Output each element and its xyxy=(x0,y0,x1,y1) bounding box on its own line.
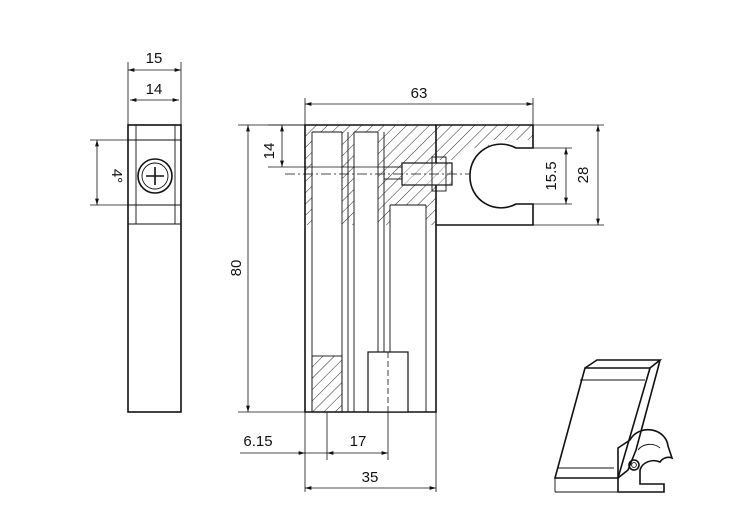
screw-thread xyxy=(402,163,452,185)
insert-left xyxy=(311,355,343,413)
side-view-body xyxy=(127,124,182,413)
iso-screw-center xyxy=(631,462,637,468)
isometric-view xyxy=(553,359,674,493)
dim-offset: 6.15 xyxy=(243,433,272,450)
dim-base-width: 35 xyxy=(362,469,379,486)
iso-clip xyxy=(617,428,674,493)
section-outline xyxy=(304,124,534,413)
screw-head-icon xyxy=(137,158,173,194)
clip-opening xyxy=(489,140,535,212)
iso-side-face xyxy=(617,359,661,479)
dim-hole-diameter: 15.5 xyxy=(543,161,560,190)
dim-width-outer: 15 xyxy=(146,50,163,67)
iso-clip-curve xyxy=(637,443,661,451)
dim-total-width: 63 xyxy=(411,85,428,102)
dim-angle: 4° xyxy=(108,169,125,183)
iso-top-face xyxy=(584,359,663,369)
side-view: 15 14 4° xyxy=(90,50,182,413)
section-view: 63 14 80 15.5 28 6.15 17 35 xyxy=(228,85,604,492)
iso-screw-icon xyxy=(628,459,640,471)
dim-top-height: 14 xyxy=(261,143,278,160)
dim-width-inner: 14 xyxy=(146,81,163,98)
screw-head-inner xyxy=(141,162,169,190)
dim-total-height: 80 xyxy=(228,260,245,277)
dim-pitch: 17 xyxy=(350,433,367,450)
iso-front-face xyxy=(553,367,652,479)
dim-block-height: 28 xyxy=(575,167,592,184)
